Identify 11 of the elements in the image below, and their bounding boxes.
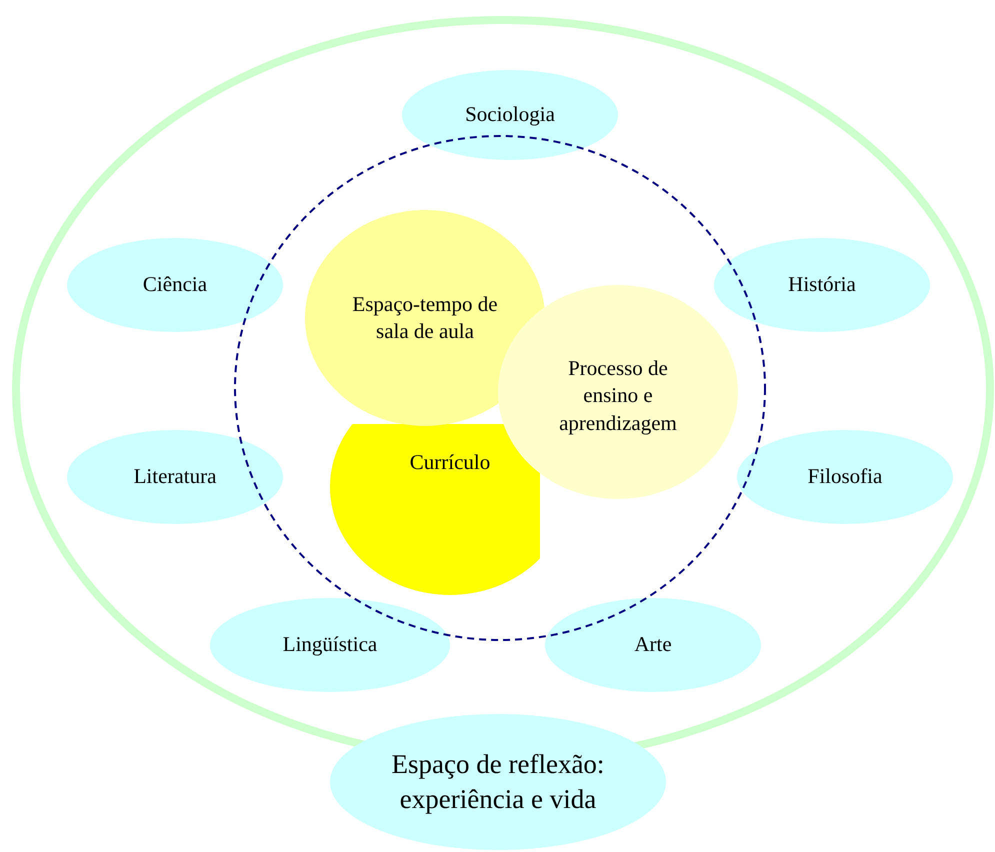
node-label: Literatura — [132, 463, 218, 490]
node-label: Filosofia — [806, 463, 884, 490]
node-label: História — [787, 271, 857, 298]
node-label: Ciência — [142, 271, 208, 298]
node-label: Currículo — [408, 449, 492, 476]
node-label: Processo de ensino e aprendizagem — [558, 355, 678, 437]
node-label: Espaço-tempo de sala de aula — [351, 290, 499, 345]
node-label: Lingüística — [282, 631, 378, 658]
node-label: Sociologia — [464, 101, 556, 128]
node-label: Arte — [633, 631, 673, 658]
node-label: Espaço de reflexão: experiência e vida — [390, 748, 606, 816]
